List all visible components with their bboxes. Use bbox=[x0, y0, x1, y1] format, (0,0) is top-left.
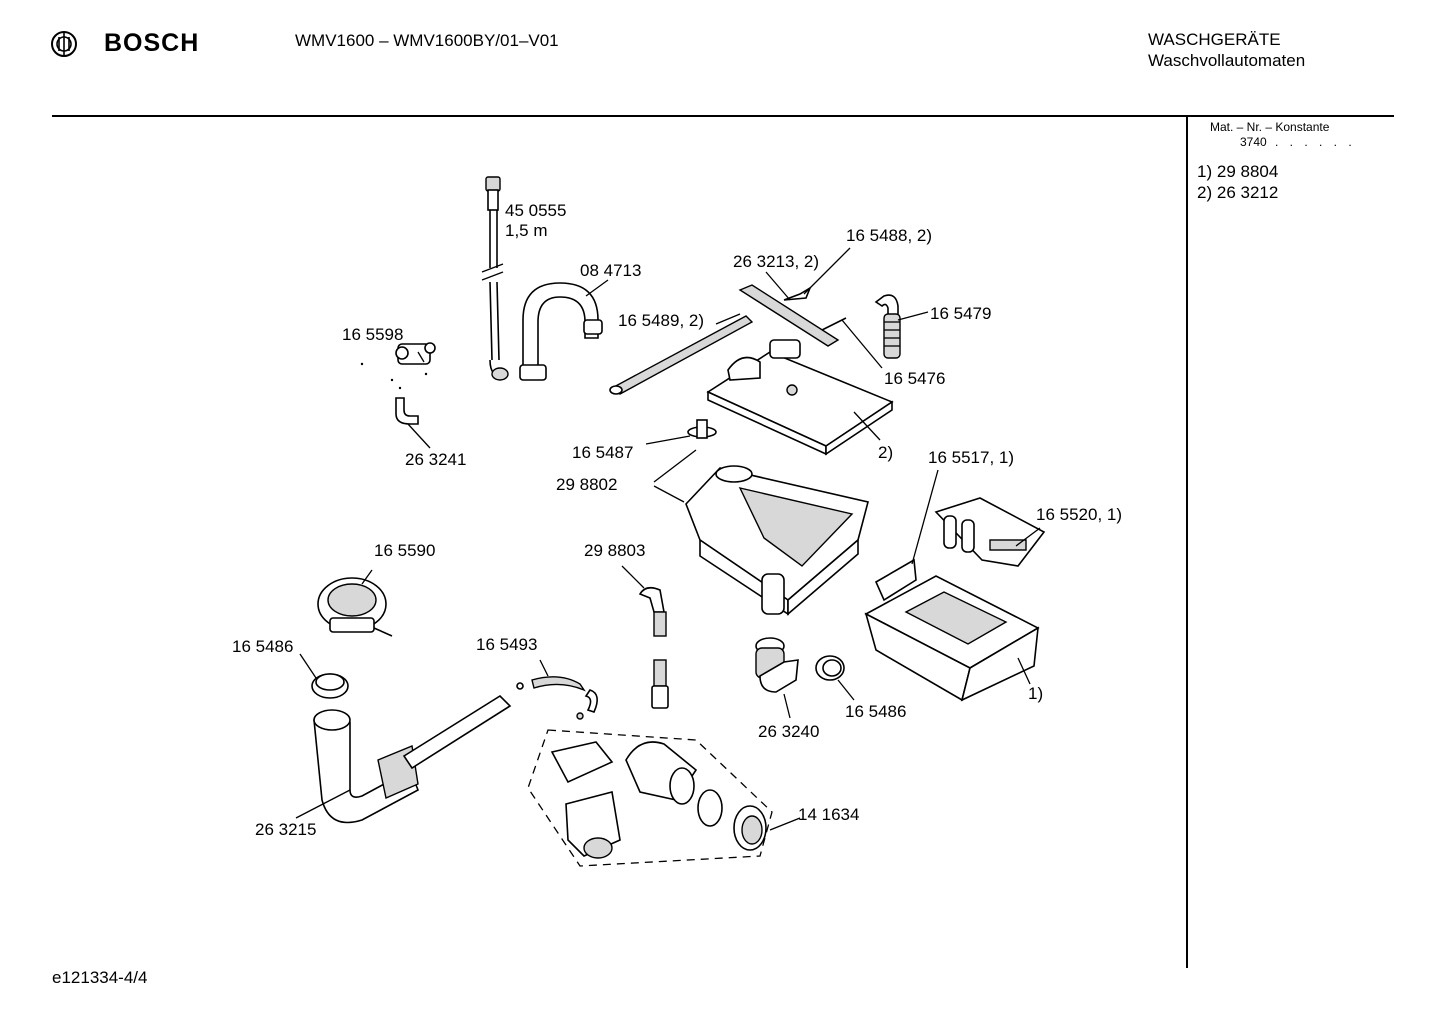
pressure-switch-drawing bbox=[317, 577, 393, 637]
drain-hose-drawing bbox=[638, 586, 669, 709]
legend-marker: 2) bbox=[1197, 183, 1213, 202]
material-constant-dots: . . . . . . bbox=[1275, 135, 1356, 149]
leader-lines bbox=[295, 247, 1041, 831]
bellows-drawing bbox=[874, 294, 901, 359]
part-label: 16 5488, 2) bbox=[846, 226, 932, 245]
part-label: 16 5476 bbox=[884, 369, 945, 388]
subcategory-title: Waschvollautomaten bbox=[1148, 51, 1306, 70]
bosch-logo-icon bbox=[51, 31, 77, 57]
part-label: 16 5486 bbox=[232, 637, 293, 656]
model-title: WMV1600 – WMV1600BY/01–V01 bbox=[295, 31, 559, 50]
cable-drawing bbox=[609, 315, 754, 395]
part-label: 08 4713 bbox=[580, 261, 641, 280]
part-label: 14 1634 bbox=[798, 805, 859, 824]
part-label: 26 3215 bbox=[255, 820, 316, 839]
clamp-drawing bbox=[815, 655, 845, 681]
part-label: 16 5489, 2) bbox=[618, 311, 704, 330]
strip-drawing bbox=[738, 284, 840, 347]
part-label: 16 5479 bbox=[930, 304, 991, 323]
valve-drawing bbox=[360, 342, 436, 390]
elbow-drawing bbox=[395, 397, 419, 425]
part-label: 1,5 m bbox=[505, 221, 548, 240]
part-label: 2) bbox=[878, 443, 893, 462]
inlet-hose-drawing bbox=[481, 176, 509, 381]
insert-drawing bbox=[874, 558, 917, 602]
pump-bellows-drawing bbox=[755, 637, 799, 693]
header-divider bbox=[52, 115, 1394, 117]
dispenser-drawer-drawing bbox=[864, 575, 1040, 702]
clamp-drawing bbox=[311, 673, 349, 699]
legend-item: 1) 29 8804 bbox=[1197, 162, 1278, 182]
siphon-cap-drawing bbox=[934, 497, 1046, 567]
part-label: 16 5486 bbox=[845, 702, 906, 721]
brand-name: BOSCH bbox=[104, 29, 200, 57]
dispenser-lid-drawing bbox=[706, 339, 894, 456]
category-title: WASCHGERÄTE bbox=[1148, 30, 1281, 49]
part-label: 26 3241 bbox=[405, 450, 466, 469]
part-label: 45 0555 bbox=[505, 201, 566, 220]
material-number-title: Mat. – Nr. – Konstante bbox=[1210, 120, 1330, 134]
part-label: 26 3213, 2) bbox=[733, 252, 819, 271]
material-constant-value: 3740 bbox=[1240, 135, 1267, 149]
dispenser-housing-drawing bbox=[685, 465, 869, 616]
part-label: 16 5487 bbox=[572, 443, 633, 462]
drain-pump-group-drawing bbox=[527, 729, 773, 867]
part-label: 16 5598 bbox=[342, 325, 403, 344]
legend-number: 26 3212 bbox=[1216, 183, 1279, 202]
part-label: 26 3240 bbox=[758, 722, 819, 741]
part-label: 16 5520, 1) bbox=[1036, 505, 1122, 524]
float-drawing bbox=[687, 419, 717, 439]
part-label: 29 8802 bbox=[556, 475, 617, 494]
part-label: 1) bbox=[1028, 684, 1043, 703]
legend-item: 2) 26 3212 bbox=[1197, 183, 1278, 203]
part-label: 16 5590 bbox=[374, 541, 435, 560]
legend-marker: 1) bbox=[1197, 162, 1213, 181]
part-label: 29 8803 bbox=[584, 541, 645, 560]
sidebar-divider bbox=[1186, 116, 1188, 968]
part-label: 16 5517, 1) bbox=[928, 448, 1014, 467]
part-label: 16 5493 bbox=[476, 635, 537, 654]
sump-hose-drawing bbox=[313, 694, 512, 824]
document-code: e121334-4/4 bbox=[52, 968, 148, 987]
u-bend-drawing bbox=[519, 282, 603, 381]
legend-number: 29 8804 bbox=[1216, 162, 1279, 181]
connecting-hose-drawing bbox=[516, 676, 598, 720]
